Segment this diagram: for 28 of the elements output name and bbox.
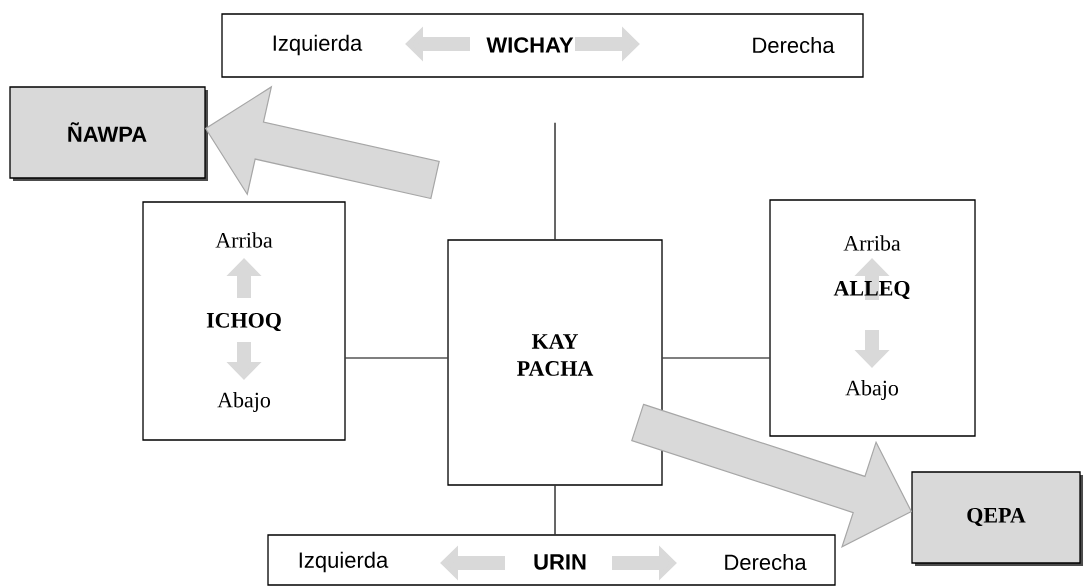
- direction-label: Derecha: [725, 553, 807, 571]
- heading: QEPA: [967, 507, 1026, 527]
- box: [911, 471, 1083, 566]
- heading: URIN: [534, 554, 586, 570]
- connector-line: [554, 122, 556, 240]
- connector-line: [345, 357, 448, 359]
- direction-label: Abajo: [217, 392, 271, 412]
- direction-label: Derecha: [753, 36, 835, 54]
- direction-label: Arriba: [215, 232, 273, 248]
- direction-label: Izquierda: [273, 34, 363, 56]
- connector-line: [662, 357, 770, 359]
- heading: KAY PACHA: [517, 334, 594, 376]
- connector-line: [554, 485, 556, 535]
- heading: ÑAWPA: [68, 122, 147, 142]
- block-arrow: [204, 85, 440, 200]
- box: [142, 201, 346, 441]
- heading: ICHOQ: [206, 312, 281, 332]
- direction-label: Abajo: [845, 380, 899, 400]
- direction-label: Izquierda: [299, 551, 389, 573]
- box: [221, 13, 864, 78]
- heading: ALLEQ: [833, 280, 910, 300]
- box: [769, 199, 976, 437]
- direction-label: Arriba: [843, 235, 901, 251]
- box: [9, 86, 208, 181]
- box: [267, 534, 836, 586]
- heading: WICHAY: [486, 37, 574, 53]
- block-arrow: [631, 403, 913, 548]
- box: [447, 239, 663, 486]
